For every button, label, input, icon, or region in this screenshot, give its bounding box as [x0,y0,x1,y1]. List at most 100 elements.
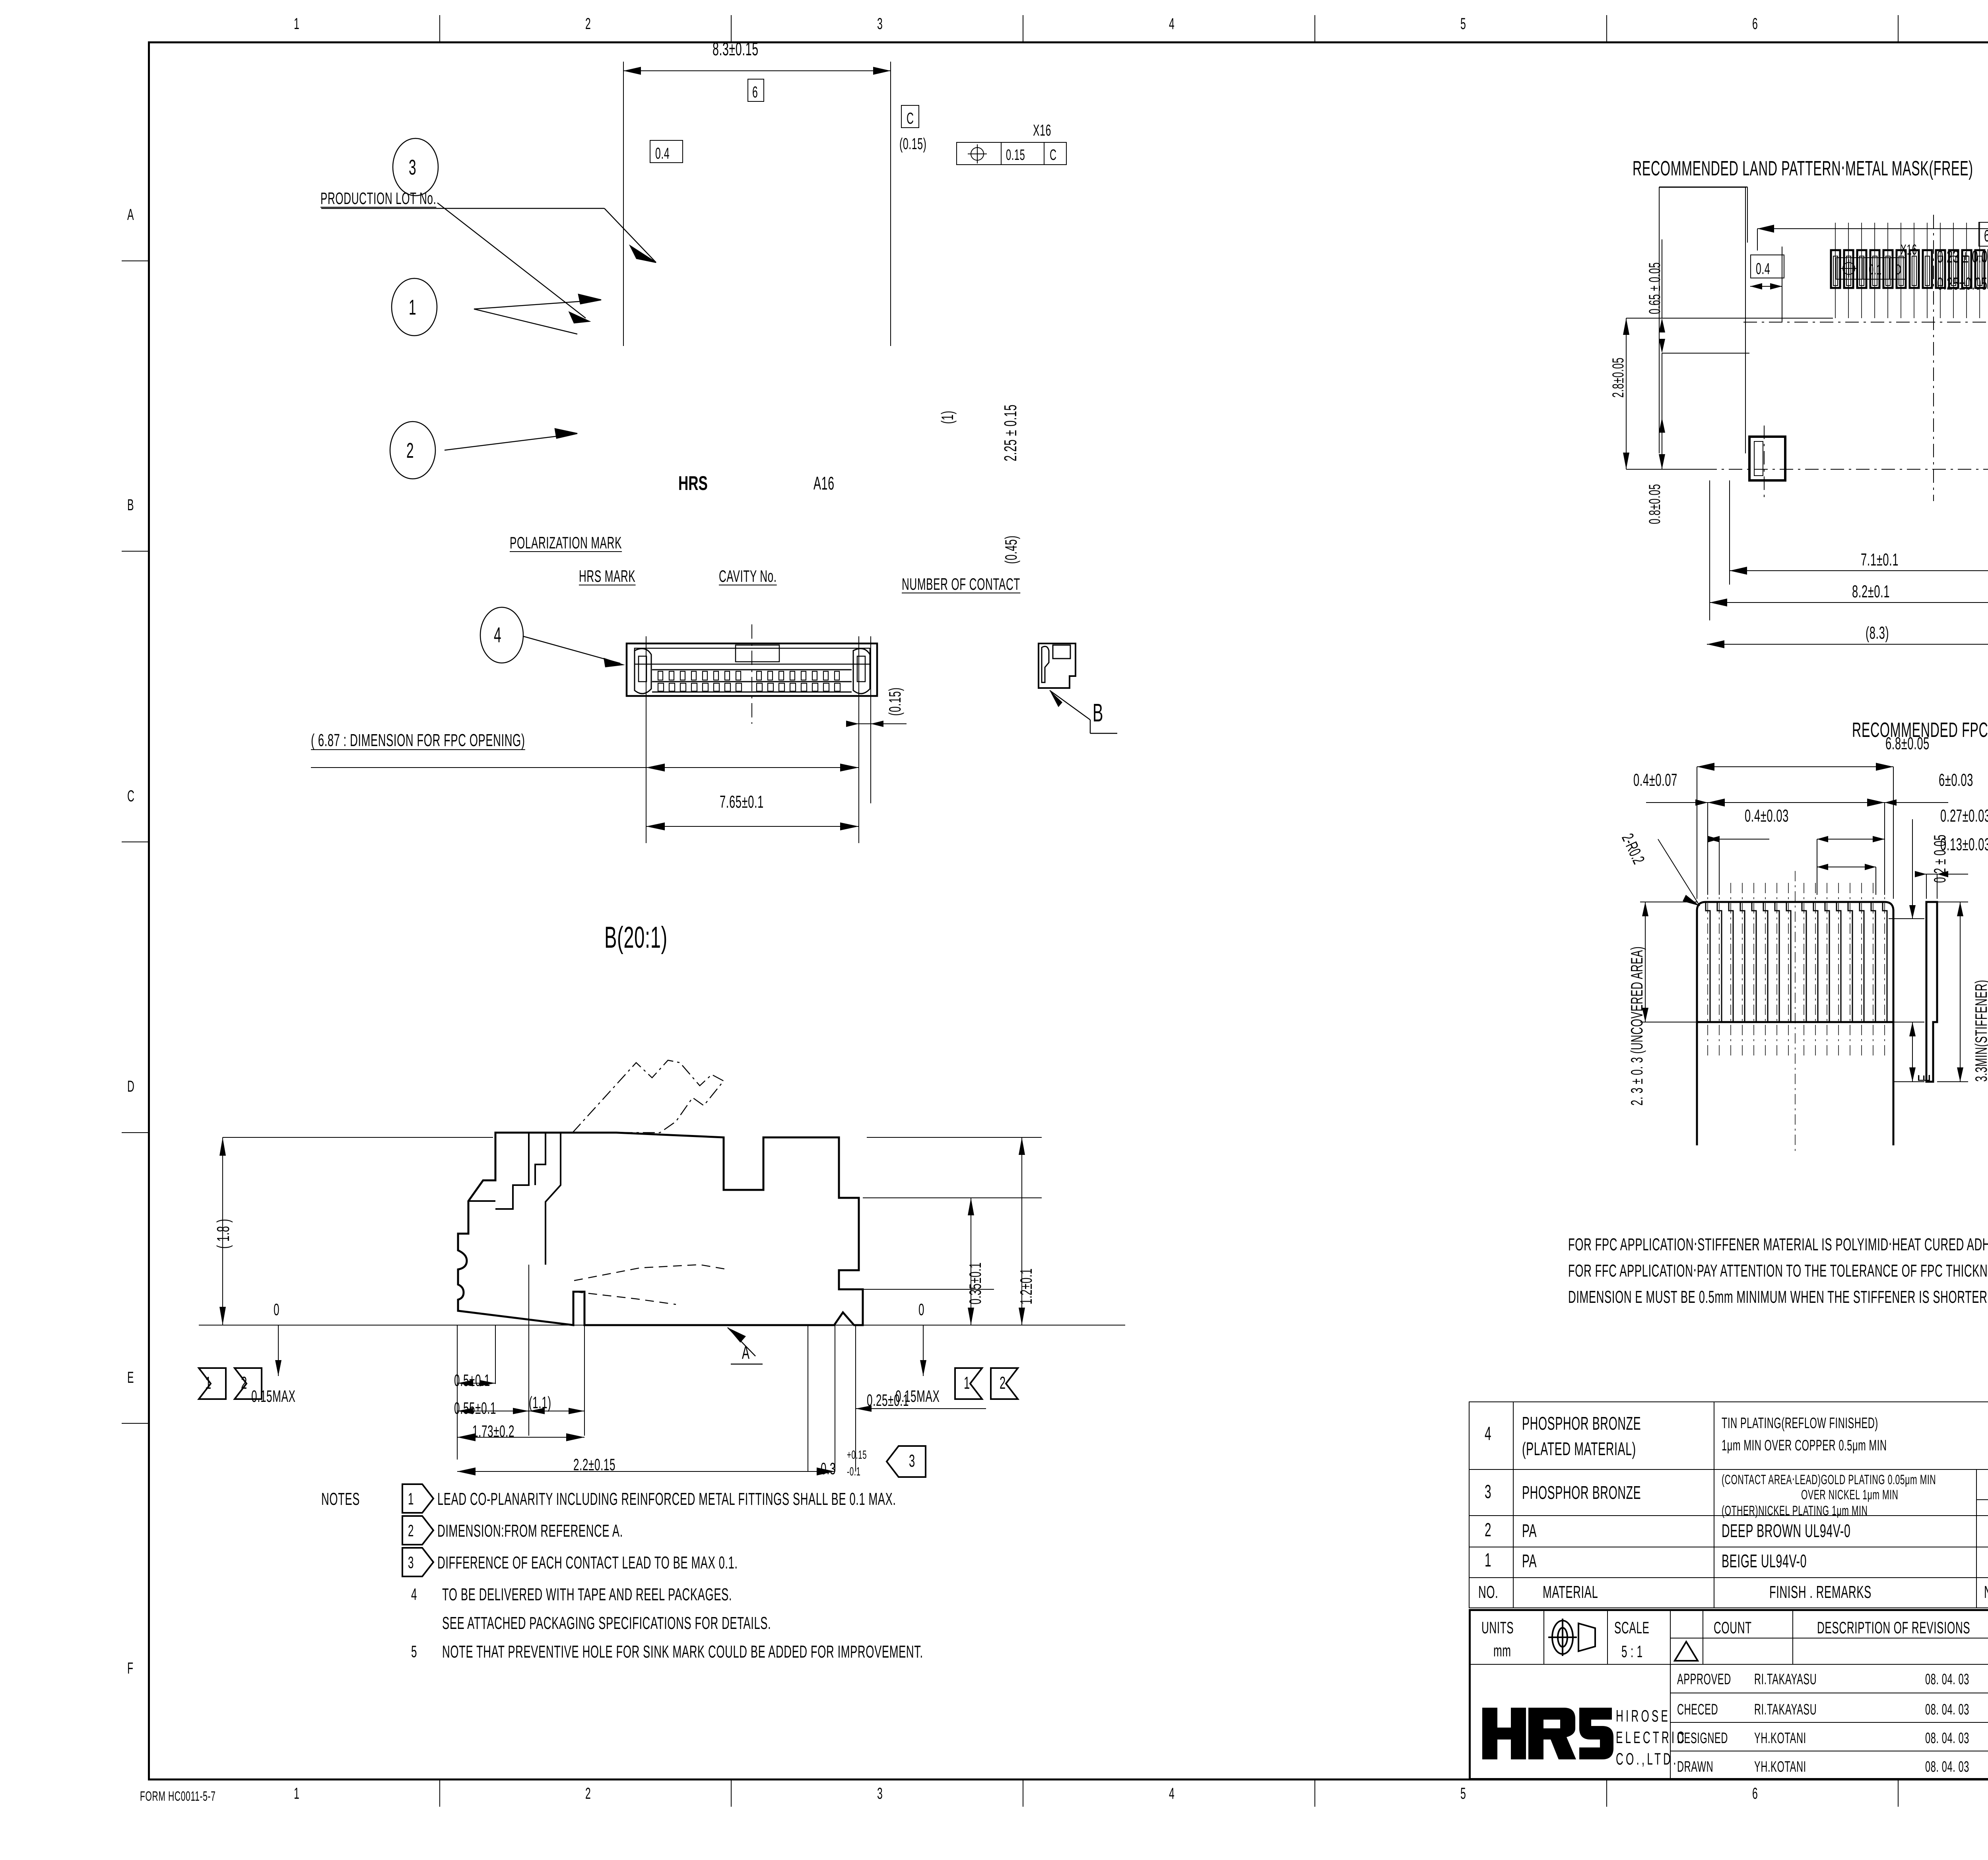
signoff-0-date: 08. 04. 03 [1925,1671,1970,1688]
gdt-frame [956,142,1067,165]
zone-tick-left [122,260,148,261]
zone-row-c-left: C [127,787,135,805]
gdt-count-x16: X16 [1033,122,1051,139]
mat-row-rule [1469,1515,1988,1516]
revision-triangle-icon [1673,1640,1699,1662]
detail-b-drawing [199,1059,1125,1475]
note-3-num: 3 [408,1553,414,1572]
land-h-7-1: 7.1±0.1 [1861,550,1899,569]
flag-note-1-detail-r: 1 [964,1373,970,1393]
fpc-drawing [1640,763,1968,1153]
note-3-text: DIFFERENCE OF EACH CONTACT LEAD TO BE MA… [437,1553,738,1572]
dim-b-1-1: (1.1) [529,1393,551,1412]
mat-header-finish: FINISH . REMARKS [1769,1582,1872,1602]
fpc-d-0-27: 0.27±0.03 [1940,806,1988,826]
notes-heading: NOTES [321,1489,360,1509]
mat-row-1-material: PA [1522,1551,1537,1571]
mat-row-2-finish: DEEP BROWN UL94V-0 [1722,1520,1851,1541]
zone-col-5-bottom: 5 [1460,1785,1466,1802]
zone-col-5-top: 5 [1460,15,1466,33]
mat-col-rule [1976,1469,1977,1608]
coplanarity-right: 0.15MAX [895,1387,940,1405]
company-line-3: CO.,LTD. [1616,1749,1679,1768]
zone-col-1-bottom: 1 [294,1785,300,1802]
label-cavity-no: CAVITY No. [719,567,777,585]
tb-rule [1670,1611,1671,1664]
balloon-3-label: 3 [409,155,417,179]
tb-rule [1607,1611,1608,1664]
land-v-0-8: 0.8±0.05 [1646,484,1664,524]
tb-rule [1670,1722,1988,1723]
fpc-d-0-4-03: 0.4±0.03 [1745,806,1789,826]
dim-b-2-2: 2.2±0.15 [573,1455,616,1474]
projection-symbol-icon [1548,1619,1596,1656]
zone-tick-bottom [1898,1780,1899,1807]
label-hrs-mark: HRS MARK [579,567,636,585]
signoff-3-date: 08. 04. 03 [1925,1759,1970,1775]
land-gdt-count: X16 [1901,241,1917,258]
coplanarity-left: 0.15MAX [251,1387,296,1405]
signoff-0-role: APPROVED [1677,1671,1731,1688]
land-v-2-8: 2.8±0.05 [1609,357,1627,398]
signoff-2-date: 08. 04. 03 [1925,1730,1970,1747]
zone-col-4-top: 4 [1169,15,1175,33]
datum-box-6-label: 6 [752,84,758,101]
note-2-num: 2 [408,1521,414,1540]
top-view-drawing [321,62,891,480]
notes-flags [402,1483,435,1577]
dim-overall-width: 8.3±0.15 [712,39,759,59]
mat-row-3-material: PHOSPHOR BRONZE [1522,1482,1641,1503]
section-label-b: B [1093,698,1104,727]
zone-tick-left [122,1423,148,1424]
zone-tick-top [731,15,732,41]
dim-b-1-73: 1.73±0.2 [472,1422,515,1440]
mat-header-no: NO. [1478,1582,1499,1602]
mat-row-rule [1469,1469,1988,1470]
material-table [1469,1401,1988,1608]
mat-col-rule [1513,1401,1514,1608]
note-1-num: 1 [408,1489,414,1508]
mat-row-2-material: PA [1522,1520,1537,1541]
land-span-box-label: 6 [1984,227,1988,244]
zone-col-2-bottom: 2 [585,1785,591,1802]
zone-row-e-left: E [127,1369,134,1386]
fpc-w-6-8: 6.8±0.05 [1885,734,1930,753]
datum-zero-left: 0 [274,1300,280,1319]
description-label: DESCRIPTION OF REVISIONS [1817,1618,1971,1637]
land-span-box-6 [1978,222,1988,247]
units-value: mm [1493,1641,1511,1660]
signoff-2-name: YH.KOTANI [1754,1730,1806,1747]
zone-col-3-bottom: 3 [877,1785,883,1802]
fpc-w-6: 6±0.03 [1939,770,1973,790]
pad-mask-dim: 0.25±0.05(METAL MASK) [1937,274,1988,293]
zone-tick-bottom [1314,1780,1315,1807]
land-pitch-label: 0.4 [1756,260,1771,278]
land-gdt-divider [1889,257,1890,280]
label-number-of-contact: NUMBER OF CONTACT [902,575,1020,593]
land-gdt-divider [1862,257,1863,280]
zone-tick-top [1314,15,1315,41]
dim-b-0-5: 0.5±0.1 [454,1371,491,1390]
note-2-text: DIMENSION:FROM REFERENCE A. [437,1521,623,1541]
datum-box-6 [747,79,764,102]
pitch-label: 0.4 [655,145,670,162]
pad-land-dim: 0.23 ± 0.05 (LAND PATTERN) [1937,247,1988,266]
flag-note-1-detail: 1 [205,1373,212,1393]
gdt-divider [1001,142,1002,165]
label-polarization-mark: POLARIZATION MARK [510,533,622,552]
balloon-2-label: 2 [406,439,414,463]
zone-tick-top [1898,15,1899,41]
label-production-lot: PRODUCTION LOT No. [320,189,437,208]
mat-row-3-finish-2: OVER NICKEL 1μm MIN [1801,1487,1899,1502]
mat-row-rule [1469,1577,1988,1578]
mat-row-3-finish-1: (CONTACT AREA‧LEAD)GOLD PLATING 0.05μm M… [1722,1472,1936,1487]
land-gdt-frame [1836,257,1906,280]
mat-header-material: MATERIAL [1543,1582,1598,1602]
ref-a-label: A [742,1342,750,1363]
mat-row-2-no: 2 [1485,1520,1492,1541]
frame-bottom-border [148,1778,1988,1780]
dim-fpc-opening: ( 6.87 : DIMENSION FOR FPC OPENING) [311,731,525,750]
zone-row-f-left: F [127,1660,134,1677]
mat-row-3-finish-3: (OTHER)NICKEL PLATING 1μm MIN [1722,1503,1868,1518]
signoff-1-date: 08. 04. 03 [1925,1701,1970,1718]
